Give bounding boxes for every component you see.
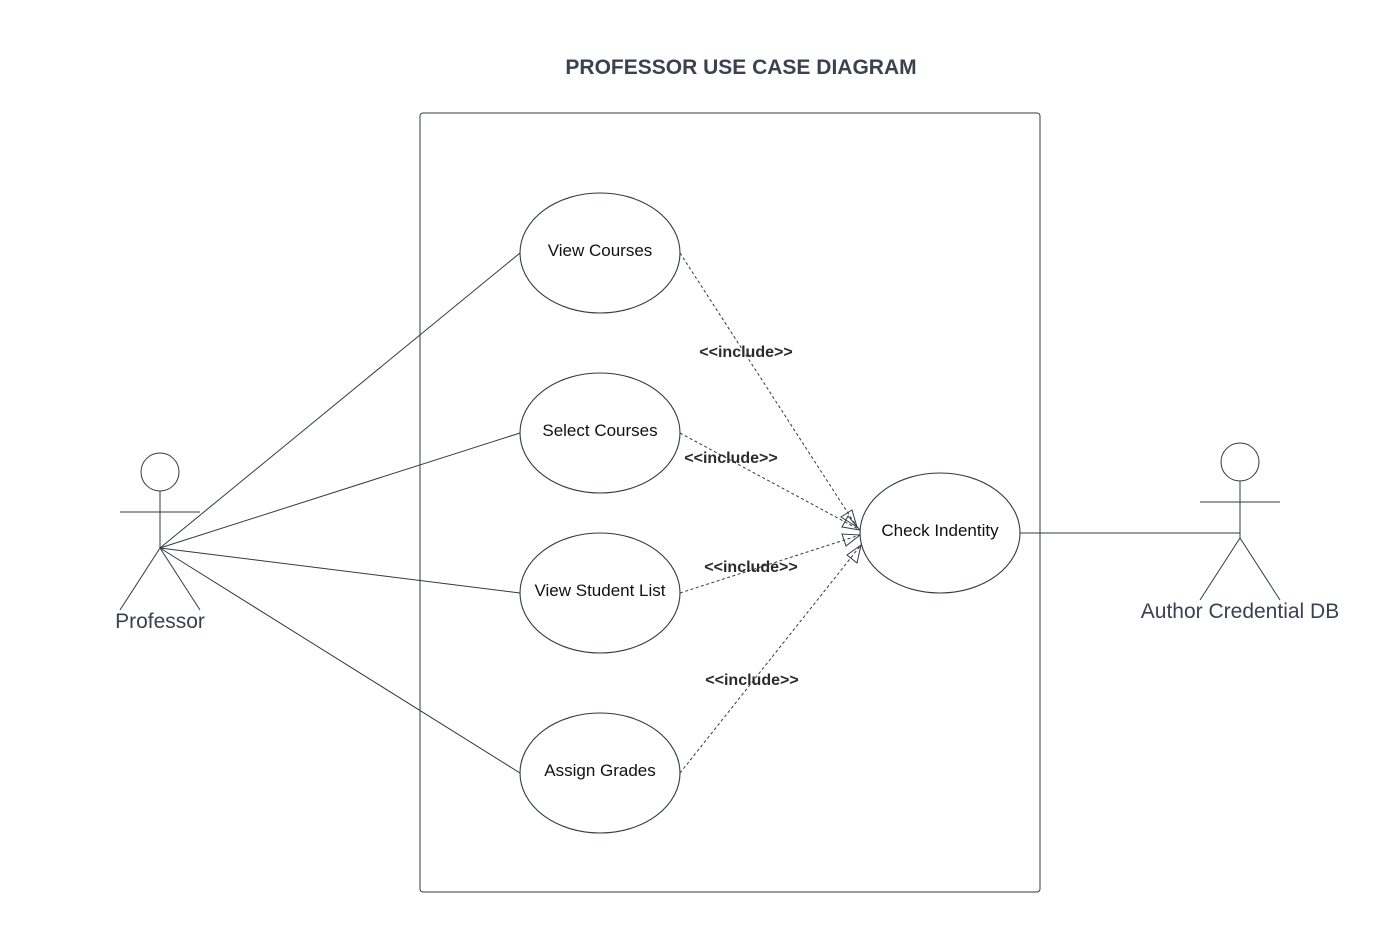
include-arrowhead-assign-grades [846,543,862,564]
include-label-3: <<include>> [704,559,797,576]
use-case-label: Select Courses [542,421,657,440]
use-case-ellipse[interactable] [519,372,681,494]
use-case-check-identity[interactable]: Check Indentity [859,472,1021,594]
use-case-view-student-list[interactable]: View Student List [519,532,681,654]
use-case-label: Check Indentity [881,521,999,540]
use-case-label: View Student List [534,581,665,600]
use-case-ellipse[interactable] [519,192,681,314]
include-label-1: <<include>> [699,344,792,361]
use-case-assign-grades[interactable]: Assign Grades [519,712,681,834]
association-professor-assign-grades[interactable] [159,547,521,774]
include-labels: <<include>> <<include>> <<include>> <<in… [684,344,798,689]
include-arrowhead-view-student-list [841,533,862,547]
use-case-ellipse[interactable] [519,712,681,834]
actor-professor[interactable]: Professor [115,452,205,633]
use-case-select-courses[interactable]: Select Courses [519,372,681,494]
include-label-4: <<include>> [705,672,798,689]
use-case-label: Assign Grades [544,761,656,780]
include-line-assign-grades[interactable] [679,544,862,774]
include-line-select-courses[interactable] [679,432,861,531]
actor-label: Author Credential DB [1141,600,1339,623]
use-case-ellipse[interactable] [519,532,681,654]
include-line-view-student-list[interactable] [679,534,861,594]
use-case-view-courses[interactable]: View Courses [519,192,681,314]
association-professor-view-courses[interactable] [159,252,521,549]
association-professor-view-student-list[interactable] [159,547,521,594]
include-line-view-courses[interactable] [679,252,858,528]
association-lines [159,252,1240,774]
include-dependencies [679,252,862,774]
diagram-title: PROFESSOR USE CASE DIAGRAM [565,56,916,79]
include-label-2: <<include>> [684,450,777,467]
stick-figure-icon [1199,442,1281,601]
stick-figure-icon [119,452,201,611]
actor-credential-db[interactable]: Author Credential DB [1141,442,1339,623]
actor-label: Professor [115,610,205,633]
include-arrowhead-select-courses [841,515,862,531]
use-case-label: View Courses [548,241,653,260]
include-arrowhead-view-courses [840,509,858,529]
association-professor-select-courses[interactable] [159,432,521,549]
use-case-ellipse[interactable] [859,472,1021,594]
